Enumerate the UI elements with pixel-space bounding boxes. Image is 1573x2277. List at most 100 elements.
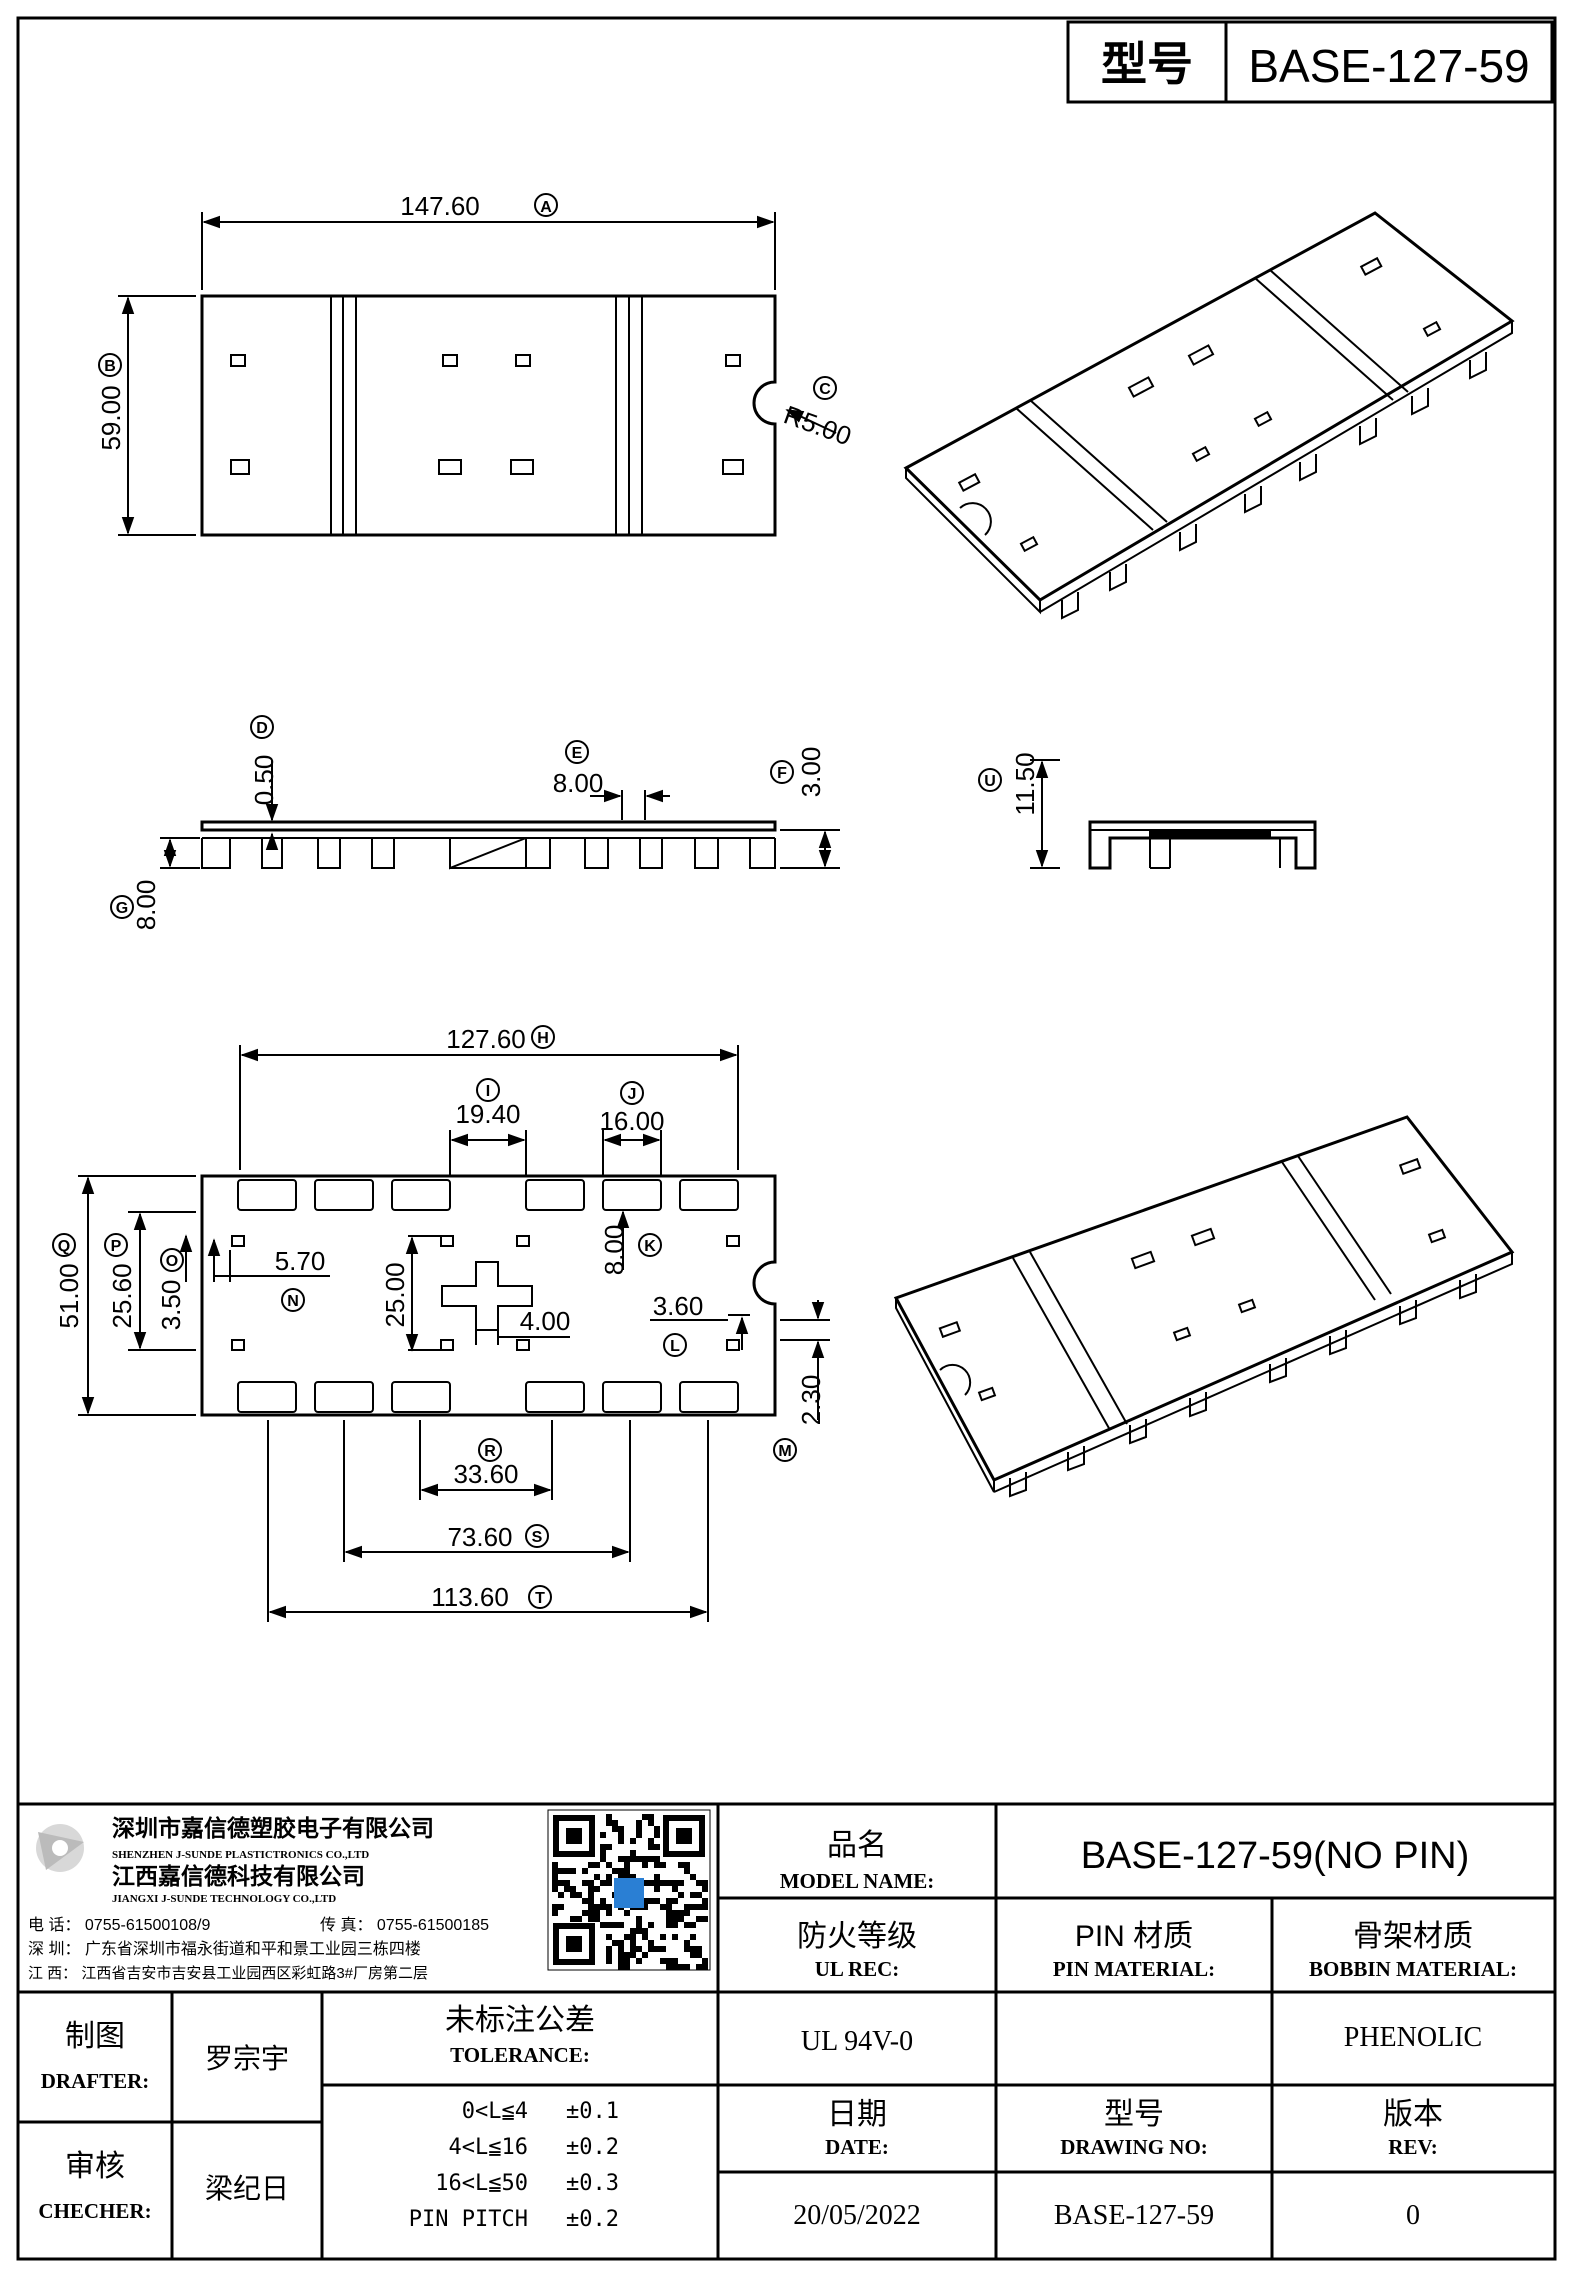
dim-cross-h: 25.00 (380, 1262, 410, 1327)
title-block-text: 品名 MODEL NAME: BASE-127-59(NO PIN) 防火等级 … (38, 1829, 1517, 2232)
dim-q-value: 51.00 (54, 1263, 84, 1328)
qr-module (624, 1958, 630, 1964)
company-phone: 电 话： 0755-61500108/9 (28, 1916, 210, 1934)
qr-module (624, 1952, 630, 1958)
qr-module (618, 1874, 624, 1880)
dim-j-ref: J (628, 1086, 637, 1103)
qr-module (588, 1904, 594, 1910)
qr-module (624, 1964, 630, 1970)
qr-module (606, 1820, 612, 1826)
qr-module (654, 1886, 660, 1892)
drafter-value: 罗宗宇 (205, 2043, 289, 2074)
dim-p-value: 25.60 (107, 1263, 137, 1328)
qr-module (606, 1814, 612, 1820)
qr-module (672, 1880, 678, 1886)
qr-module (648, 1898, 654, 1904)
qr-module (642, 1862, 648, 1868)
tolerance-en: TOLERANCE: (450, 2043, 590, 2067)
qr-module (684, 1964, 690, 1970)
qr-module (666, 1916, 672, 1922)
qr-module (666, 1910, 672, 1916)
qr-module (588, 1910, 594, 1916)
ul-en: UL REC: (815, 1957, 900, 1981)
qr-module (654, 1844, 660, 1850)
dim-t-ref: T (535, 1590, 545, 1607)
qr-module (678, 1910, 684, 1916)
rev-en: REV: (1388, 2135, 1437, 2159)
qr-module (648, 1880, 654, 1886)
dim-d-ref: D (256, 720, 268, 737)
qr-module (624, 1856, 630, 1862)
qr-module (588, 1880, 594, 1886)
qr-module (594, 1886, 600, 1892)
pin-material-cn: PIN 材质 (1075, 1920, 1193, 1953)
qr-module (612, 1868, 618, 1874)
qr-module (630, 1946, 636, 1952)
qr-module (684, 1904, 690, 1910)
qr-module (648, 1844, 654, 1850)
tolerance-range-4: PIN PITCH (409, 2207, 528, 2232)
company-name-cn-1: 深圳市嘉信德塑胶电子有限公司 (112, 1815, 434, 1841)
qr-module (564, 1880, 570, 1886)
qr-module (672, 1898, 678, 1904)
side-view (160, 760, 840, 870)
qr-module (630, 1952, 636, 1958)
qr-module (618, 1964, 624, 1970)
dim-i-value: 19.40 (455, 1099, 520, 1129)
qr-module (618, 1838, 624, 1844)
qr-module (570, 1886, 576, 1892)
dim-r-value: 33.60 (453, 1459, 518, 1489)
qr-module (558, 1880, 564, 1886)
iso-view-bottom (893, 1115, 1515, 1498)
checker-cn: 审核 (65, 2150, 125, 2183)
qr-module (648, 1856, 654, 1862)
company-name-en-2: JIANGXI J-SUNDE TECHNOLOGY CO.,LTD (112, 1893, 336, 1905)
qr-module (672, 1934, 678, 1940)
model-name-value: BASE-127-59(NO PIN) (1081, 1835, 1470, 1877)
qr-module (558, 1904, 564, 1910)
qr-module (696, 1964, 702, 1970)
qr-module (666, 1898, 672, 1904)
title-block-lines (18, 1802, 1555, 2259)
qr-module (702, 1916, 708, 1922)
qr-module (684, 1940, 690, 1946)
qr-module (666, 1958, 672, 1964)
qr-module (672, 1964, 678, 1970)
qr-module (570, 1916, 576, 1922)
qr-module (576, 1916, 582, 1922)
bottom-view-labels: 127.60 H I 19.40 J 16.00 8.00 K 5.70 N O… (52, 1024, 826, 1612)
dim-b-value: 59.00 (96, 385, 126, 450)
qr-module (588, 1886, 594, 1892)
qr-module (558, 1868, 564, 1874)
qr-module (666, 1880, 672, 1886)
qr-module (666, 1922, 672, 1928)
qr-module (570, 1892, 576, 1898)
qr-module (630, 1874, 636, 1880)
qr-module (552, 1862, 558, 1868)
qr-module (612, 1820, 618, 1826)
qr-module (630, 1856, 636, 1862)
qr-module (672, 1910, 678, 1916)
qr-module (618, 1856, 624, 1862)
qr-module (636, 1856, 642, 1862)
qr-module (618, 1940, 624, 1946)
qr-module (600, 1844, 606, 1850)
dim-s-value: 73.60 (447, 1522, 512, 1552)
qr-module (582, 1868, 588, 1874)
qr-module (600, 1832, 606, 1838)
qr-module (600, 1922, 606, 1928)
qr-code[interactable] (547, 1809, 711, 1971)
qr-module (702, 1958, 708, 1964)
dim-k-ref: K (644, 1238, 656, 1255)
qr-module (642, 1904, 648, 1910)
qr-module (690, 1952, 696, 1958)
qr-module (648, 1814, 654, 1820)
tolerance-cn: 未标注公差 (445, 2004, 595, 2037)
qr-module (690, 1892, 696, 1898)
qr-module (696, 1916, 702, 1922)
qr-module (618, 1868, 624, 1874)
qr-module (684, 1862, 690, 1868)
qr-module (552, 1910, 558, 1916)
company-address-sz: 深 圳： 广东省深圳市福永街道和平和景工业园三栋四楼 (28, 1940, 421, 1958)
